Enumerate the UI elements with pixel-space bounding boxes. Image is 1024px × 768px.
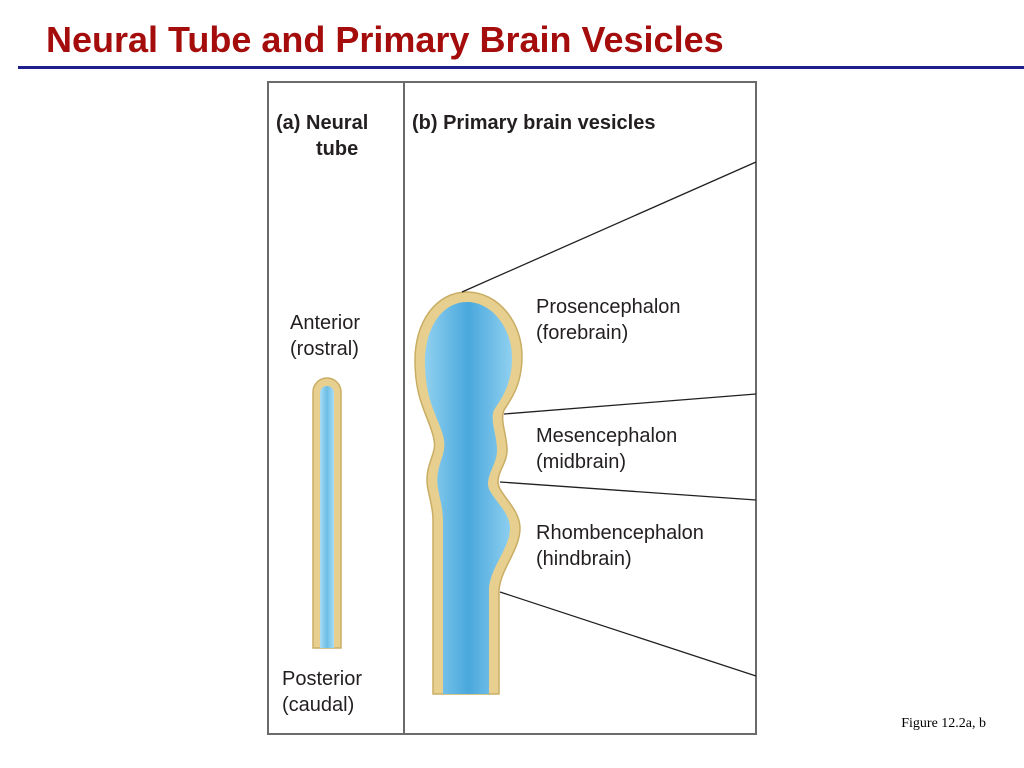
panel-a-label-tube: tube [316,136,358,162]
figure-caption: Figure 12.2a, b [901,716,986,731]
anterior-label: Anterior (rostral) [290,310,360,362]
leader-line-3 [499,481,757,501]
brain-vesicles-shape [414,291,523,695]
posterior-text: Posterior [282,668,363,690]
vesicle-name: Mesencephalon [536,425,678,447]
figure-frame [267,81,757,735]
vesicle-name: Rhombencephalon [536,522,704,544]
anterior-text: Anterior [290,312,361,334]
vesicle-common-name: (midbrain) [536,451,627,473]
caudal-text: (caudal) [282,694,355,716]
vesicle-label-rhombencephalon: Rhombencephalon (hindbrain) [536,520,704,572]
leader-line-4 [499,591,757,677]
title-rule [18,66,1024,69]
vesicle-label-mesencephalon: Mesencephalon (midbrain) [536,423,677,475]
leader-line-2 [503,393,757,415]
vesicle-common-name: (forebrain) [536,322,629,344]
vesicle-name: Prosencephalon [536,296,681,318]
panel-b-label: (b) Primary brain vesicles [412,110,655,136]
vesicle-common-name: (hindbrain) [536,548,632,570]
posterior-label: Posterior (caudal) [282,666,362,718]
panel-a-label: (a) Neural [276,110,368,136]
panel-a-label-line1: (a) Neural [276,112,369,134]
vesicle-label-prosencephalon: Prosencephalon (forebrain) [536,294,681,346]
rostral-text: (rostral) [290,338,359,360]
leader-line-1 [461,161,757,293]
neural-tube-shape [312,377,342,649]
slide-title: Neural Tube and Primary Brain Vesicles [46,19,724,60]
panel-a-label-line2: tube [316,138,359,160]
panel-b-label-text: (b) Primary brain vesicles [412,112,656,134]
